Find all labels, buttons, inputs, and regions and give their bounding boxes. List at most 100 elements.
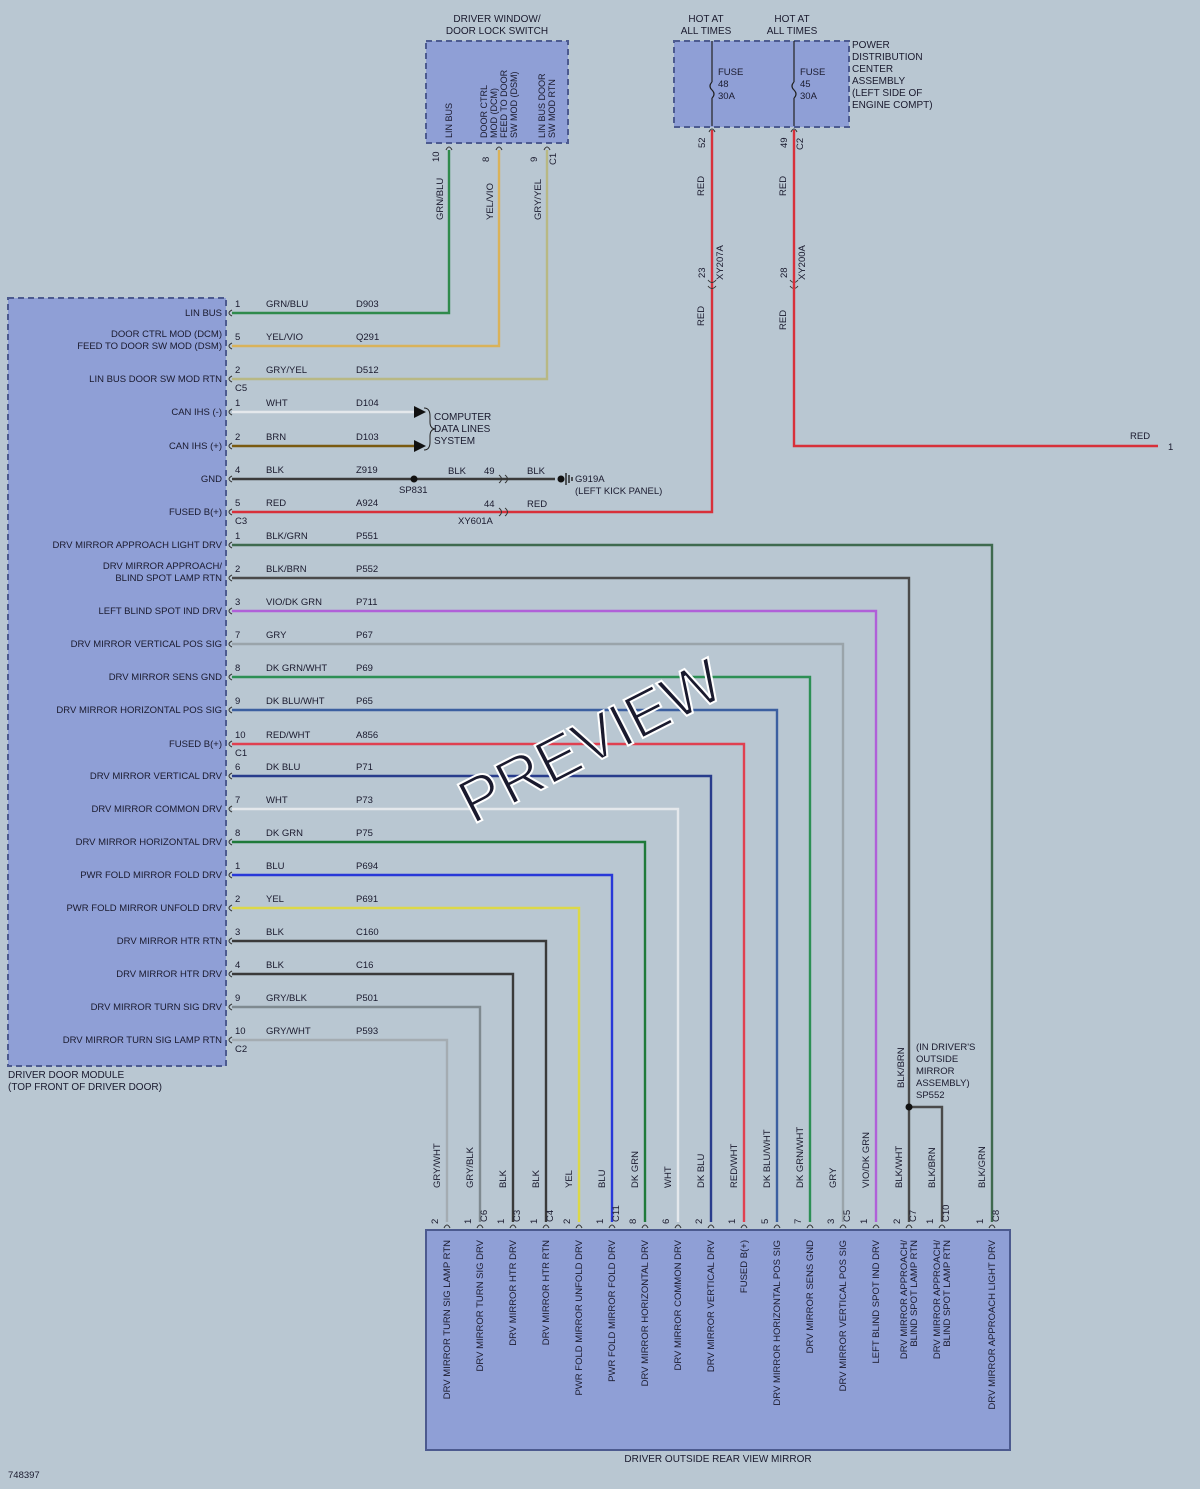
mirror-pin-label: LEFT BLIND SPOT IND DRV [871,1239,882,1363]
ddm-wire-color: BLK [266,960,285,971]
ddm-wire-color: YEL/VIO [266,332,303,343]
wire-pdc-out [792,130,1158,448]
ddm-connector: C1 [235,748,247,759]
switch-pin-number: 10 [431,151,442,162]
mirror-connector: C6 [479,1210,490,1222]
wire-mirror [232,840,647,1222]
mirror-wire-color: BLU [597,1169,608,1188]
splice-dot [905,1103,913,1111]
ddm-pin-mark [228,871,233,879]
mirror-wire-color: DK BLU [696,1154,707,1188]
ddm-wire-color: DK GRN/WHT [266,663,327,674]
ddm-pin-number: 6 [235,762,240,773]
ddm-wire-color: GRY/YEL [266,365,307,376]
fuse-icon [791,81,797,99]
ddm-pin-mark [228,574,233,582]
ground-inline-mark [498,474,502,484]
ddm-circuit: P552 [356,564,378,575]
mirror-pin-mark [674,1224,682,1229]
switch-pin-label: LIN BUS [444,103,454,138]
mirror-pin-mark [806,1224,814,1229]
mirror-pin-mark [707,1224,715,1229]
ddm-pin-mark [228,442,233,450]
ddm-pin-mark [228,706,233,714]
ddm-pin-label: DRV MIRROR SENS GND [109,672,222,683]
wire-mirror [232,1038,449,1222]
mirror-pin-mark [988,1224,996,1229]
ground-inline-mark [504,474,508,484]
ddm-pin-mark [228,475,233,483]
wire-fused-b-a924 [232,130,714,514]
switch-subtitle: DOOR LOCK SWITCH [446,26,548,37]
ground-wire-label: BLK [448,466,467,477]
ddm-pin-number: 7 [235,630,240,641]
fused-inline-pin: 44 [484,499,495,510]
ddm-circuit: D104 [356,398,379,409]
ddm-wire-color: YEL [266,894,284,905]
wire-mirror [232,675,812,1222]
ddm-wire-color: BLK/GRN [266,531,308,542]
ddm-connector: C2 [235,1044,247,1055]
ddm-pin-mark [228,607,233,615]
ddm-circuit: P551 [356,531,378,542]
mirror-wire-color: BLK/BRN [927,1147,938,1188]
can-arrow [414,406,426,418]
ddm-pin-number: 2 [235,365,240,376]
mirror-pin-mark [839,1224,847,1229]
pdc-pin-49: 49 [779,137,790,148]
ddm-pin-label: DRV MIRROR APPROACH/BLIND SPOT LAMP RTN [103,561,222,584]
mirror-pin-number: 2 [694,1219,705,1224]
mirror-wire-color: DK BLU/WHT [762,1129,773,1188]
ddm-pin-number: 1 [235,398,240,409]
wire-mirror [232,774,713,1222]
ddm-pin-mark [228,772,233,780]
mirror-pin-label: DRV MIRROR HORIZONTAL POS SIG [772,1240,783,1406]
ddm-circuit: P65 [356,696,373,707]
wire-mirror [232,642,845,1222]
ddm-pin-number: 4 [235,465,240,476]
wire-mirror [232,543,994,1222]
ddm-pin-label: LIN BUS DOOR SW MOD RTN [89,374,222,385]
ddm-wire-color: RED [266,498,286,509]
ddm-wire-color: GRY [266,630,287,641]
mirror-pin-mark [641,1224,649,1229]
can-brace [423,407,437,451]
pdc-inline-mark [707,285,717,289]
ddm-pin-label: DRV MIRROR HTR DRV [116,969,222,980]
mirror-pin-label: PWR FOLD MIRROR FOLD DRV [607,1239,618,1381]
ddm-pin-label: DRV MIRROR HORIZONTAL POS SIG [56,705,222,716]
switch-pin-mark [445,146,453,151]
mirror-pin-label: DRV MIRROR VERTICAL POS SIG [838,1240,849,1391]
ddm-pin-number: 3 [235,927,240,938]
window-switch-box [425,40,569,144]
switch-pin-label: LIN BUS DOORSW MOD RTN [537,73,557,138]
out-reference: 1 [1168,442,1173,453]
ddm-wire-color: BLK [266,465,285,476]
ddm-circuit: A856 [356,730,378,741]
mirror-wire-color: BLK [498,1169,509,1188]
ddm-pin-label: GND [201,474,222,485]
ddm-circuit: P593 [356,1026,378,1037]
mirror-pin-number: 2 [892,1219,903,1224]
ddm-pin-number: 1 [235,861,240,872]
ddm-wire-color: DK GRN [266,828,303,839]
ddm-pin-label: DRV MIRROR VERTICAL POS SIG [71,639,222,650]
pdc-wire-label: RED [778,176,789,196]
mirror-wire-color: VIO/DK GRN [861,1132,872,1188]
mirror-wire-color: BLK [531,1169,542,1188]
mirror-pin-mark [542,1224,550,1229]
mirror-wire-color: WHT [663,1166,674,1188]
mirror-pin-number: 1 [727,1219,738,1224]
ddm-pin-mark [228,640,233,648]
ddm-pin-mark [228,1036,233,1044]
fuse-icon [709,81,715,99]
mirror-pin-number: 8 [628,1219,639,1224]
ddm-pin-label: LEFT BLIND SPOT IND DRV [98,606,222,617]
ddm-pin-label: DRV MIRROR HORIZONTAL DRV [76,837,223,848]
ddm-pin-mark [228,408,233,416]
ddm-wire-color: GRY/BLK [266,993,308,1004]
mirror-pin-number: 1 [859,1219,870,1224]
